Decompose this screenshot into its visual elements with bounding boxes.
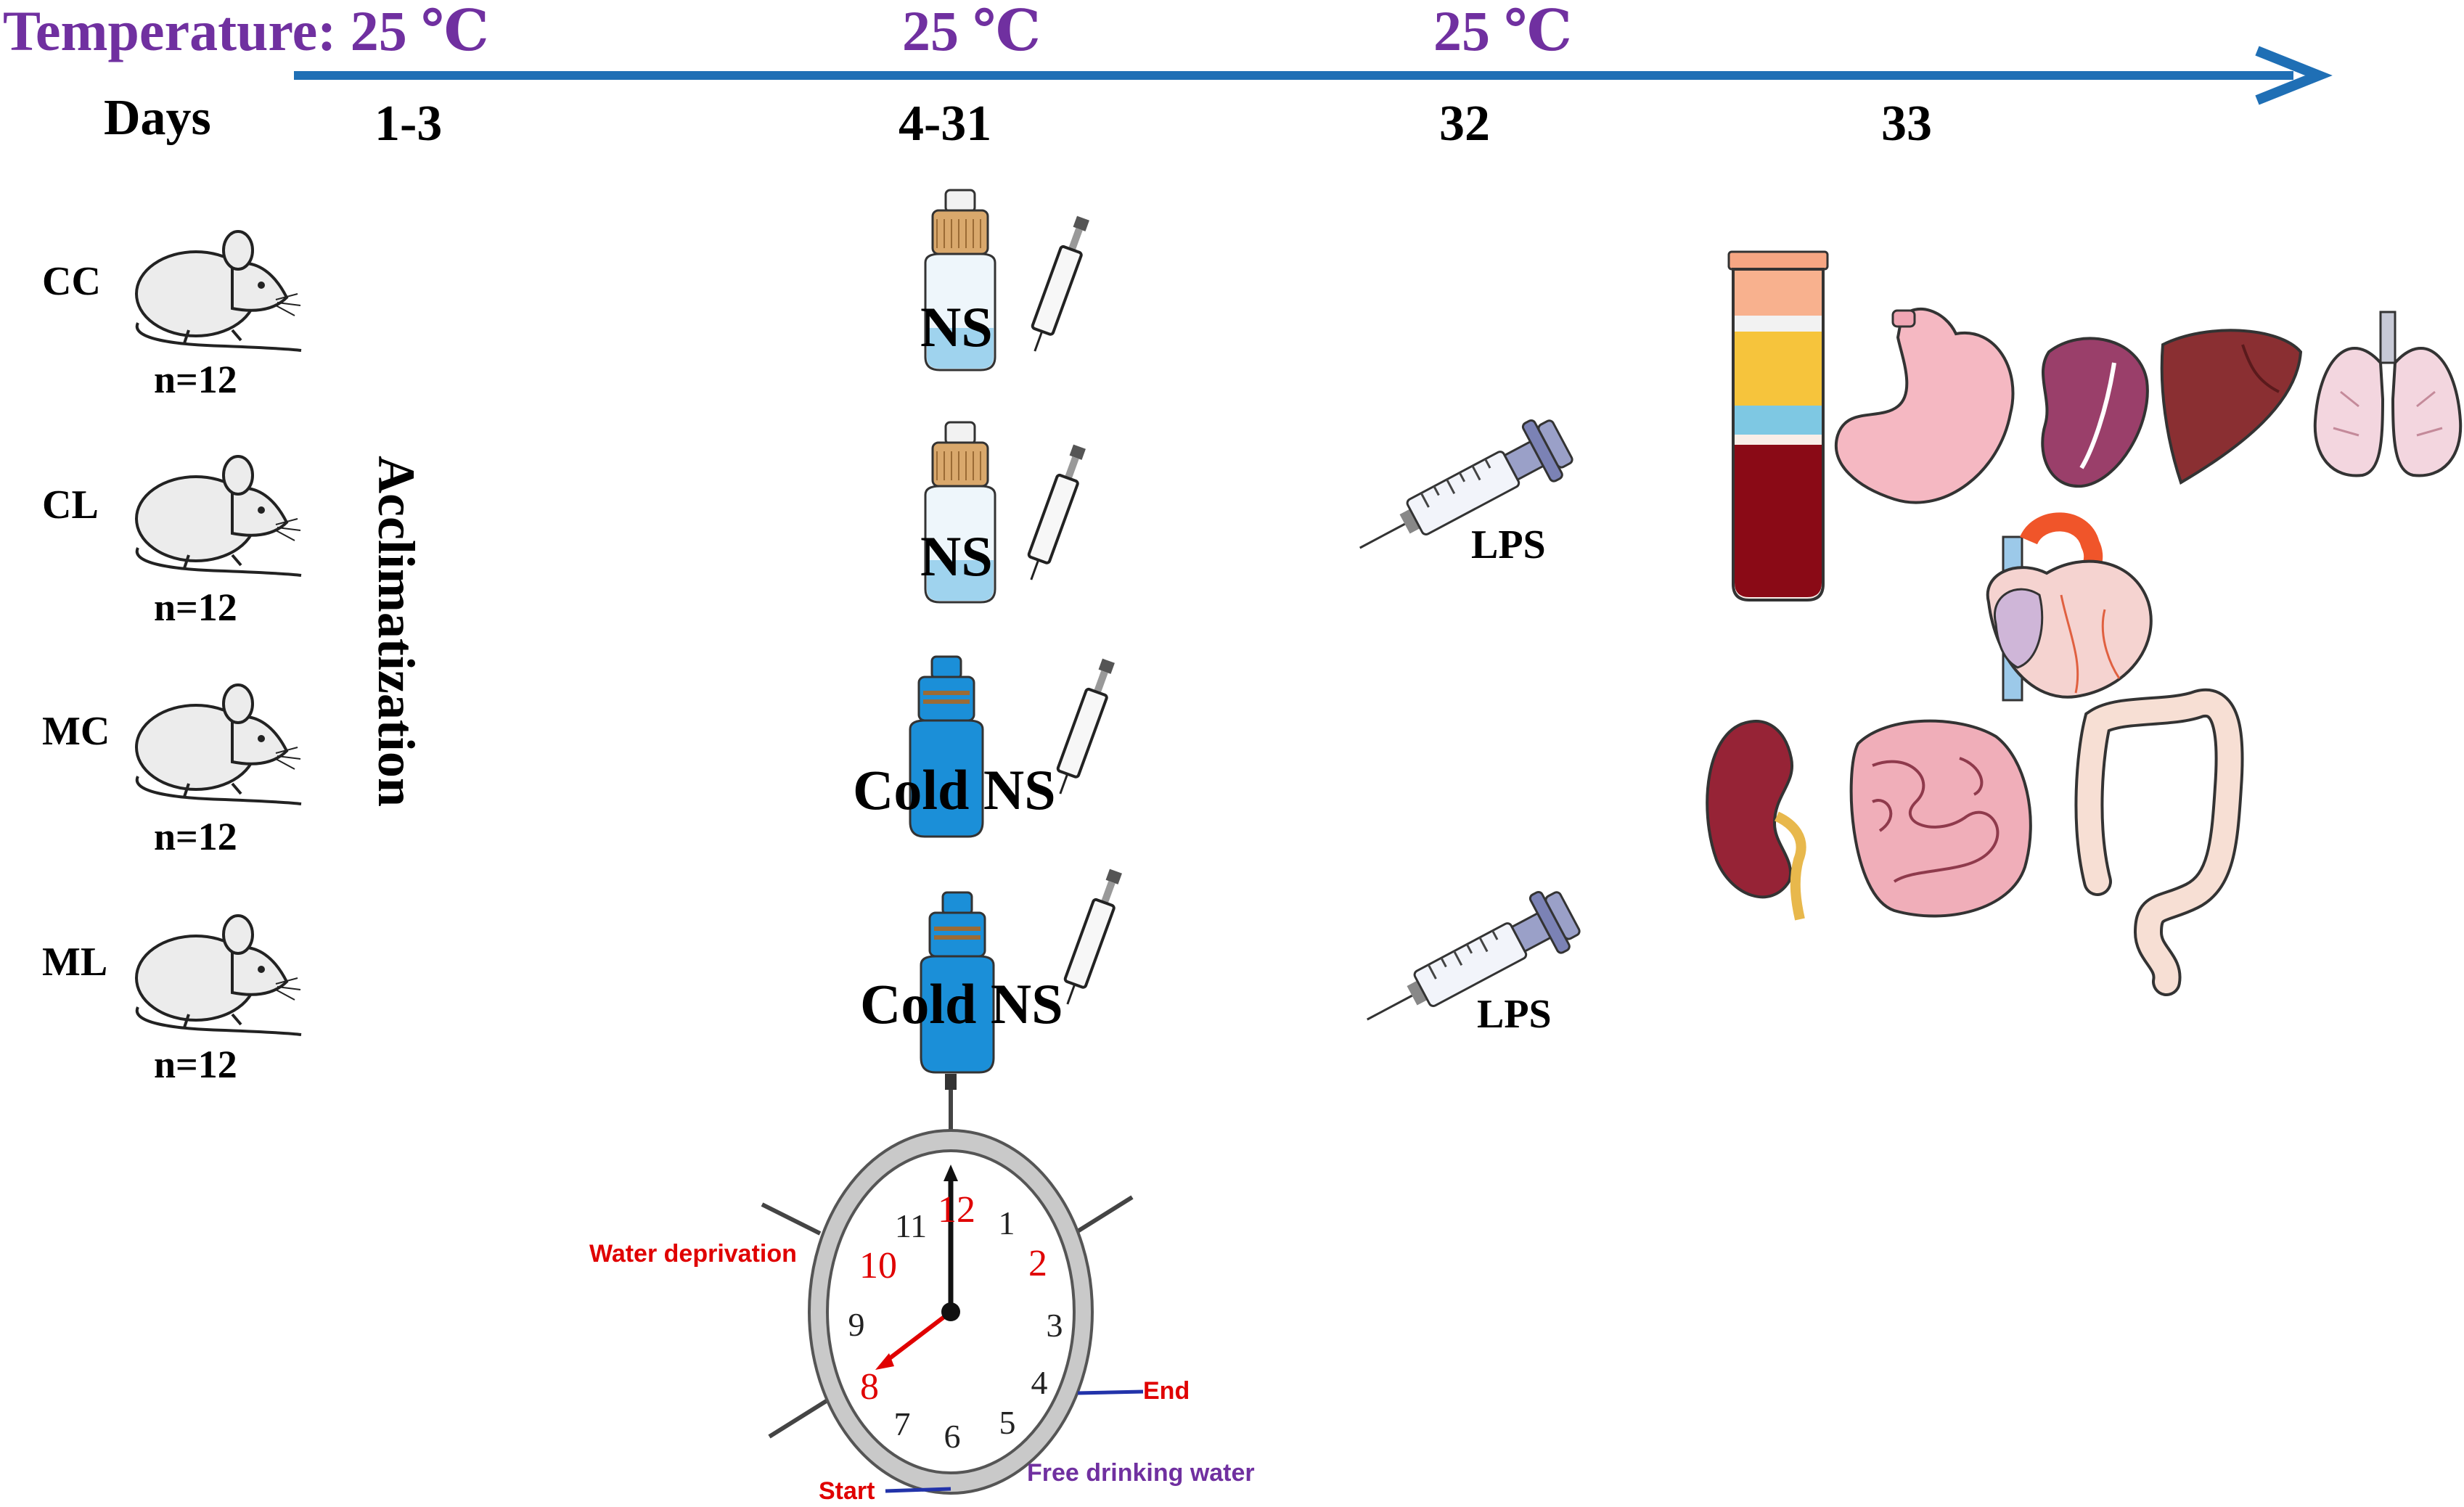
- lps-label-cl: LPS: [1471, 522, 1546, 567]
- day-1-3: 1-3: [374, 96, 443, 152]
- colon-icon: [2074, 688, 2244, 996]
- day-32: 32: [1439, 96, 1490, 152]
- acclimatization-label: Acclimatization: [367, 456, 425, 807]
- clock-number-10: 10: [859, 1245, 897, 1286]
- group-label-ml: ML: [42, 940, 108, 985]
- clock-number-11: 11: [894, 1207, 928, 1244]
- free-drinking-water-label: Free drinking water: [1027, 1459, 1255, 1487]
- group-label-cc: CC: [42, 259, 101, 304]
- mouse-icon: [135, 914, 302, 1036]
- clock-number-6: 6: [944, 1418, 961, 1455]
- small-intestine-icon: [1849, 719, 2032, 918]
- syringe-icon: [1031, 215, 1089, 352]
- clock-number-12: 12: [938, 1189, 975, 1231]
- mouse-icon: [135, 455, 302, 577]
- temperature-label-3: 25 ℃: [1433, 0, 1572, 62]
- mouse-icon: [135, 683, 302, 805]
- lps-label-ml: LPS: [1477, 992, 1552, 1037]
- days-label: Days: [104, 90, 211, 146]
- clock-number-2: 2: [1028, 1243, 1047, 1284]
- treatment-label-ml: Cold NS: [860, 972, 1063, 1035]
- temperature-label-2: 25 ℃: [902, 0, 1041, 62]
- day-33: 33: [1881, 96, 1932, 152]
- group-n-cl: n=12: [154, 586, 237, 629]
- group-n-cc: n=12: [154, 358, 237, 401]
- clock-number-8: 8: [860, 1366, 879, 1408]
- syringe-icon: [1359, 419, 1573, 549]
- clock-number-7: 7: [893, 1405, 911, 1442]
- mouse-icon: [135, 230, 302, 352]
- group-n-ml: n=12: [154, 1043, 237, 1086]
- group-label-mc: MC: [42, 709, 110, 754]
- treatment-label-cl: NS: [920, 525, 993, 588]
- dropper-bottle-icon: [924, 421, 996, 604]
- start-label: Start: [819, 1477, 875, 1505]
- clock-number-4: 4: [1031, 1364, 1048, 1401]
- liver-icon: [2160, 329, 2303, 485]
- dropper-bottle-icon: [924, 189, 996, 371]
- treatment-label-mc: Cold NS: [853, 758, 1056, 821]
- syringe-icon: [1063, 869, 1122, 1005]
- syringe-icon: [1027, 444, 1086, 580]
- syringe-icon: [1056, 658, 1115, 794]
- heart-icon: [1986, 512, 2153, 702]
- dropper-bottle-icon: [909, 655, 984, 838]
- clock-number-1: 1: [998, 1204, 1015, 1241]
- clock-number-5: 5: [999, 1404, 1016, 1441]
- clock-number-9: 9: [848, 1306, 865, 1343]
- group-label-cl: CL: [42, 483, 99, 527]
- day-4-31: 4-31: [899, 96, 992, 152]
- blood-tube-icon: [1727, 250, 1829, 601]
- spleen-icon: [2041, 337, 2149, 488]
- treatment-label-cc: NS: [920, 295, 993, 358]
- group-n-mc: n=12: [154, 815, 237, 858]
- temperature-label-1: Temperature: 25 ℃: [3, 0, 489, 62]
- water-deprivation-label: Water deprivation: [589, 1240, 797, 1268]
- syringe-icon: [1367, 890, 1581, 1021]
- end-label: End: [1143, 1377, 1190, 1405]
- clock-number-3: 3: [1046, 1307, 1063, 1344]
- clock-icon: [761, 1074, 1144, 1495]
- stomach-icon: [1835, 307, 2015, 504]
- dropper-bottle-icon: [920, 891, 995, 1074]
- kidney-icon: [1706, 720, 1806, 921]
- lungs-icon: [2313, 311, 2463, 477]
